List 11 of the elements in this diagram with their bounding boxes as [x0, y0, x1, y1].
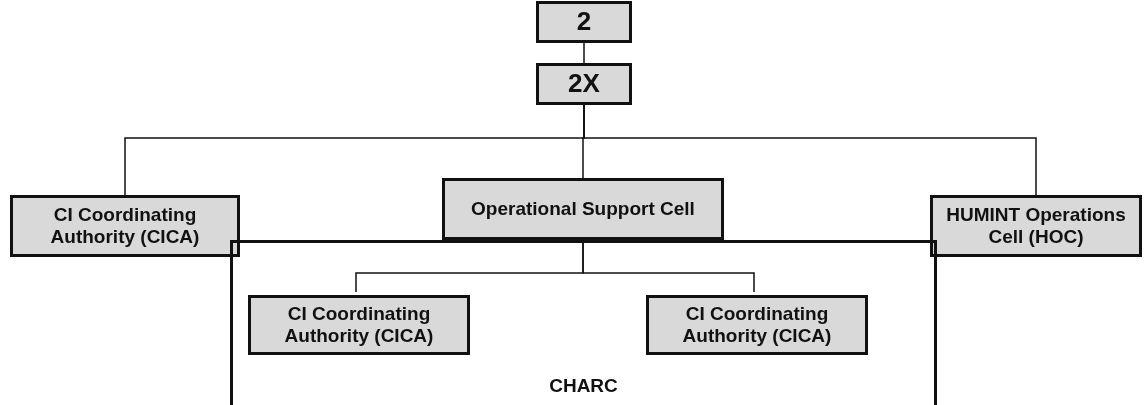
org-box: CI Coordinating Authority (CICA) [10, 195, 240, 257]
org-box: CI Coordinating Authority (CICA) [646, 295, 868, 355]
org-box: CI Coordinating Authority (CICA) [248, 295, 470, 355]
group-label: CHARC [548, 375, 619, 397]
connector-line [583, 104, 1037, 196]
connector-line [583, 42, 585, 64]
org-box: 2X [536, 63, 632, 105]
org-box: Operational Support Cell [442, 178, 724, 240]
group-frame [230, 240, 937, 405]
org-box: 2 [536, 1, 632, 43]
org-box: HUMINT Operations Cell (HOC) [930, 195, 1142, 257]
